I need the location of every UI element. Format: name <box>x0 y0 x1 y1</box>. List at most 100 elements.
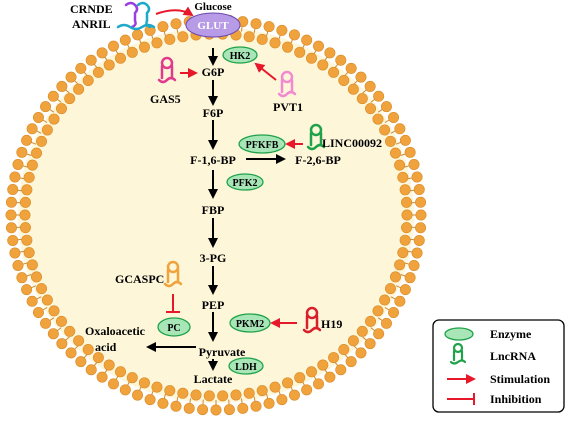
lipid-head <box>338 344 350 356</box>
lipid-head <box>401 196 413 208</box>
lipid-head <box>388 306 400 318</box>
lipid-head <box>223 404 235 416</box>
enzyme-pkm2: PKM2 <box>229 313 271 333</box>
lncrna-h19-glyph <box>302 306 322 334</box>
lipid-head <box>415 196 427 208</box>
lncrna-pvt1-glyph <box>277 70 297 98</box>
lipid-head <box>399 134 411 146</box>
lipid-head <box>56 338 68 350</box>
lipid-head <box>85 54 97 66</box>
lipid-head <box>73 83 85 95</box>
pyruvate-label: Pyruvate <box>199 345 246 359</box>
lipid-head <box>197 404 209 416</box>
lipid-head <box>26 295 38 307</box>
lipid-head <box>92 352 104 364</box>
lipid-head <box>301 34 313 46</box>
lipid-head <box>345 62 357 74</box>
enzyme-pfk2: PFK2 <box>226 173 264 191</box>
lipid-head <box>389 271 401 283</box>
lipid-head <box>317 359 329 371</box>
lipid-head <box>335 364 347 376</box>
legend-lncrna-icon <box>449 342 467 365</box>
lipid-head <box>23 247 35 259</box>
lipid-head <box>19 196 31 208</box>
lipid-head <box>47 328 59 340</box>
lipid-head <box>282 41 294 53</box>
3pg-label: 3-PG <box>200 251 227 265</box>
lipid-head <box>203 390 215 402</box>
lipid-head <box>372 305 384 317</box>
lipid-head <box>119 34 131 46</box>
lipid-head <box>243 31 255 43</box>
lipid-head <box>379 294 391 306</box>
lipid-head <box>404 272 416 284</box>
lipid-head <box>177 387 189 399</box>
lipid-head <box>411 171 423 183</box>
lipid-head <box>338 74 350 86</box>
lactate-label: Lactate <box>194 372 233 386</box>
lipid-head <box>263 397 275 409</box>
lipid-head <box>21 284 33 296</box>
cell-membrane <box>5 14 427 416</box>
lipid-head <box>32 112 44 124</box>
lipid-head <box>126 372 138 384</box>
lipid-head <box>21 234 33 246</box>
lipid-head <box>263 21 275 33</box>
lipid-head <box>115 366 127 378</box>
lipid-head <box>415 222 427 234</box>
lipid-head <box>92 66 104 78</box>
lipid-head <box>355 71 367 83</box>
enzyme-pc: PC <box>157 317 191 337</box>
legend-stimulation-label: Stimulation <box>490 372 550 386</box>
ldh-label: LDH <box>235 362 257 373</box>
lipid-head <box>210 404 222 416</box>
lipid-head <box>250 400 262 412</box>
lipid-head <box>55 103 67 115</box>
lipid-head <box>126 46 138 58</box>
lipid-head <box>294 46 306 58</box>
lipid-head <box>16 272 28 284</box>
glucose-label: Glucose <box>194 1 231 13</box>
lipid-head <box>103 359 115 371</box>
lipid-head <box>230 389 242 401</box>
lipid-head <box>64 325 76 337</box>
lipid-head <box>190 389 202 401</box>
lipid-head <box>9 171 21 183</box>
legend: Enzyme LncRNA Stimulation Inhibition <box>432 319 565 413</box>
lipid-head <box>401 209 413 221</box>
lipid-head <box>108 40 120 52</box>
lipid-head <box>324 371 336 383</box>
lipid-head <box>170 18 182 30</box>
lipid-head <box>394 159 406 171</box>
enzyme-pfkfb: PFKFB <box>238 134 286 154</box>
pep-label: PEP <box>202 298 225 312</box>
lipid-head <box>399 284 411 296</box>
lipid-head <box>41 294 53 306</box>
lipid-head <box>96 47 108 59</box>
glut-label: GLUT <box>197 20 229 32</box>
enzyme-hk2: HK2 <box>222 46 258 64</box>
lipid-head <box>345 356 357 368</box>
lipid-head <box>75 62 87 74</box>
fbp-label: FBP <box>202 203 225 217</box>
lipid-head <box>243 387 255 399</box>
lipid-head <box>356 325 368 337</box>
lipid-head <box>364 338 376 350</box>
lipid-head <box>282 377 294 389</box>
lipid-head <box>82 344 94 356</box>
lipid-head <box>356 93 368 105</box>
legend-box <box>432 319 565 413</box>
lipid-head <box>364 80 376 92</box>
lipid-head <box>12 259 24 271</box>
pfk2-label: PFK2 <box>233 178 258 189</box>
lipid-head <box>73 335 85 347</box>
lipid-head <box>380 101 392 113</box>
lipid-head <box>404 146 416 158</box>
lipid-head <box>7 234 19 246</box>
lipid-head <box>328 66 340 78</box>
lipid-head <box>7 184 19 196</box>
lipid-head <box>317 59 329 71</box>
lipid-head <box>256 33 268 45</box>
lipid-head <box>108 378 120 390</box>
